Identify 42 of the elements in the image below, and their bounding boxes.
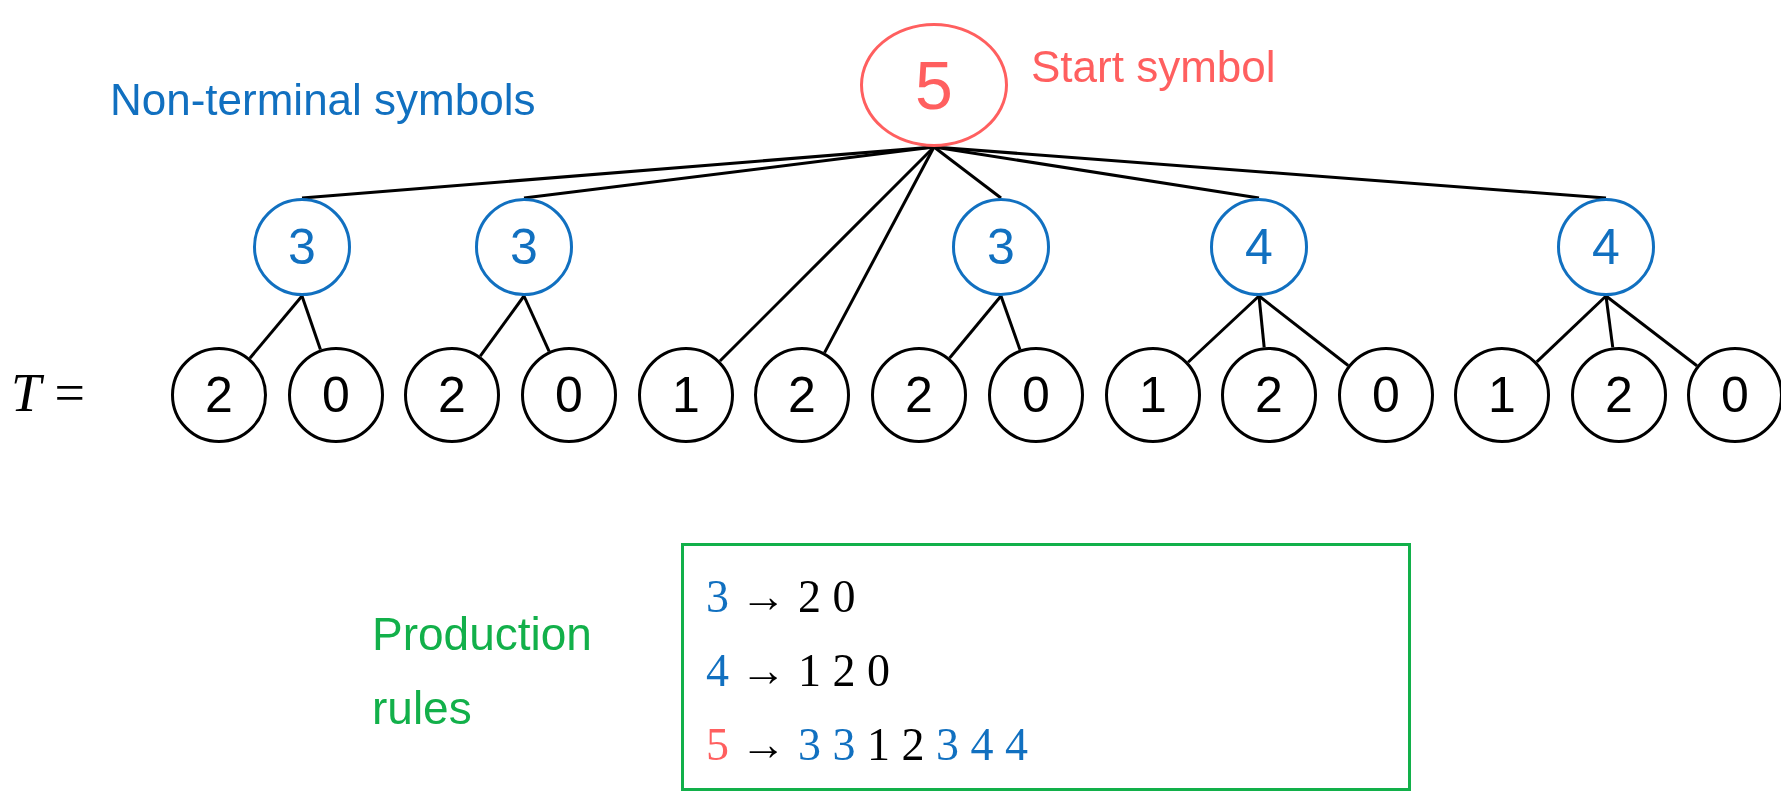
node-symbol: 0 — [1022, 370, 1050, 420]
node-symbol: 5 — [915, 51, 953, 119]
rules-heading: Production rules — [372, 607, 593, 736]
node-symbol: 2 — [438, 370, 466, 420]
tree-edge — [1535, 294, 1608, 363]
tree-edge — [933, 145, 1002, 200]
tree-edge — [1187, 294, 1261, 364]
tree-edge — [1605, 294, 1698, 367]
production-rule: 3 → 2 0 — [706, 570, 857, 624]
category-label: Non-terminal symbols — [110, 76, 536, 125]
node-symbol: 1 — [1488, 370, 1516, 420]
tree-edge — [999, 295, 1022, 351]
node-symbol: 0 — [555, 370, 583, 420]
node-symbol: 3 — [510, 222, 538, 272]
tree-edge — [823, 146, 936, 354]
rules-box — [681, 543, 1411, 791]
production-rule: 5 → 3 3 1 2 3 4 4 — [706, 718, 1029, 772]
node-symbol: 3 — [288, 222, 316, 272]
tree-edge — [300, 295, 322, 351]
tree-edge — [522, 295, 551, 352]
tree-edge — [1257, 295, 1266, 348]
node-symbol: 2 — [1255, 370, 1283, 420]
node-symbol: 4 — [1592, 222, 1620, 272]
node-symbol: 0 — [1721, 370, 1749, 420]
production-rule: 4 → 1 2 0 — [706, 644, 891, 698]
tree-edge — [479, 295, 526, 358]
node-caption: Start symbol — [1031, 43, 1276, 92]
tree-edge — [1258, 294, 1350, 367]
node-symbol: 4 — [1245, 222, 1273, 272]
tree-edge — [248, 295, 304, 360]
node-symbol: 0 — [322, 370, 350, 420]
node-symbol: 2 — [1605, 370, 1633, 420]
node-symbol: 2 — [905, 370, 933, 420]
tree-edge — [948, 295, 1003, 359]
tree-edge — [1604, 295, 1615, 348]
node-symbol: 3 — [987, 222, 1015, 272]
node-symbol: 0 — [1372, 370, 1400, 420]
node-symbol: 2 — [788, 370, 816, 420]
node-symbol: 1 — [672, 370, 700, 420]
node-symbol: 2 — [205, 370, 233, 420]
node-symbol: 1 — [1139, 370, 1167, 420]
sequence-label: T = — [11, 364, 85, 424]
